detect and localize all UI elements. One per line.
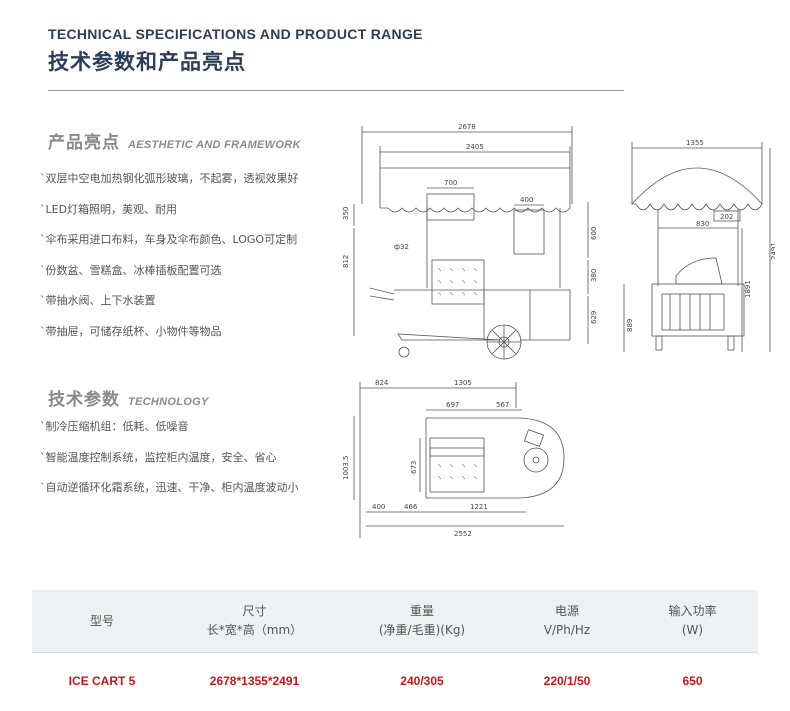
technology-list: `制冷压缩机组：低耗、低噪音 `智能温度控制系统，监控柜内温度，安全、省心 `自… — [40, 412, 335, 504]
highlights-heading: 产品亮点 AESTHETIC AND FRAMEWORK — [48, 128, 301, 153]
table-row: ICE CART 5 2678*1355*2491 240/305 220/1/… — [32, 652, 758, 709]
dim-label: 1221 — [470, 503, 488, 511]
cell-power-supply: 220/1/50 — [543, 674, 591, 688]
list-item: `智能温度控制系统，监控柜内温度，安全、省心 — [40, 450, 277, 464]
dim-label: 700 — [444, 179, 457, 187]
header-input-power: 输入功率 (W) — [668, 604, 717, 637]
dim-label: 673 — [410, 461, 418, 474]
dim-label: 350 — [342, 207, 350, 220]
highlights-title-cn: 产品亮点 — [48, 133, 120, 153]
list-item: `份数盆、雪糕盒、冰棒插板配置可选 — [40, 263, 222, 277]
spec-table-header: 型号 尺寸 长*宽*高（mm） 重量 (净重/毛重)(Kg) 电源 V/Ph/H… — [32, 590, 758, 652]
list-item: `LED灯箱照明，美观、耐用 — [40, 202, 178, 216]
front-view — [353, 126, 589, 360]
dim-label: 380 — [590, 269, 598, 282]
spec-table: 型号 尺寸 长*宽*高（mm） 重量 (净重/毛重)(Kg) 电源 V/Ph/H… — [32, 590, 758, 709]
dim-label: 466 — [404, 503, 418, 511]
cell-weight: 240/305 — [400, 674, 444, 688]
highlights-list: `双层中空电加热钢化弧形玻璃，不起雾，透视效果好 `LED灯箱照明，美观、耐用 … — [40, 164, 299, 347]
dim-label: 400 — [372, 503, 385, 511]
header-weight: 重量 (净重/毛重)(Kg) — [378, 604, 466, 637]
dim-label: 2678 — [458, 123, 476, 131]
list-item: `制冷压缩机组：低耗、低噪音 — [40, 420, 189, 433]
dim-label: 1305 — [454, 379, 472, 387]
dim-label: 600 — [590, 227, 598, 240]
dim-label: 400 — [520, 196, 533, 204]
highlights-title-en: AESTHETIC AND FRAMEWORK — [128, 139, 301, 151]
dim-label: 889 — [626, 319, 634, 332]
side-view — [623, 142, 771, 352]
dim-label: 812 — [342, 255, 350, 268]
title-cn: 技术参数和产品亮点 — [48, 50, 246, 74]
list-item: `带抽水阀、上下水装置 — [40, 294, 156, 307]
top-view — [353, 382, 565, 538]
list-item: `自动逆循环化霜系统，迅速、干净、柜内温度波动小 — [40, 481, 299, 494]
header-size: 尺寸 长*宽*高（mm） — [206, 604, 303, 637]
dim-label: 697 — [446, 401, 459, 409]
dim-label: 1891 — [744, 280, 752, 298]
dim-label: 2552 — [454, 530, 472, 538]
dim-label: 2405 — [466, 143, 484, 151]
list-item: `伞布采用进口布料，车身及伞布颜色、LOGO可定制 — [40, 233, 298, 246]
technical-drawing: 2678 2405 700 400 350 600 812 ф32 380 62… — [342, 123, 775, 538]
dim-label: 567 — [496, 401, 509, 409]
technology-heading: 技术参数 TECHNOLOGY — [48, 385, 209, 410]
technology-title-en: TECHNOLOGY — [128, 396, 209, 408]
technology-title-cn: 技术参数 — [48, 390, 120, 410]
title-divider — [48, 90, 624, 91]
dim-label: 2491 — [770, 242, 775, 260]
dim-label: 1355 — [686, 139, 704, 147]
header-power-supply: 电源 V/Ph/Hz — [543, 604, 591, 637]
dim-label: 629 — [590, 311, 598, 324]
title-en: TECHNICAL SPECIFICATIONS AND PRODUCT RAN… — [48, 26, 423, 42]
list-item: `带抽屉，可储存纸杯、小物件等物品 — [40, 324, 222, 338]
dim-label: 830 — [696, 220, 709, 228]
dim-label: 1003.5 — [342, 456, 350, 481]
header-model: 型号 — [89, 613, 114, 628]
cell-model: ICE CART 5 — [68, 674, 136, 688]
cell-size: 2678*1355*2491 — [209, 674, 300, 688]
dim-label: ф32 — [394, 243, 409, 251]
cell-input-power: 650 — [682, 674, 703, 688]
dim-label: 202 — [720, 213, 733, 221]
dim-label: 824 — [375, 379, 389, 387]
list-item: `双层中空电加热钢化弧形玻璃，不起雾，透视效果好 — [40, 172, 299, 185]
